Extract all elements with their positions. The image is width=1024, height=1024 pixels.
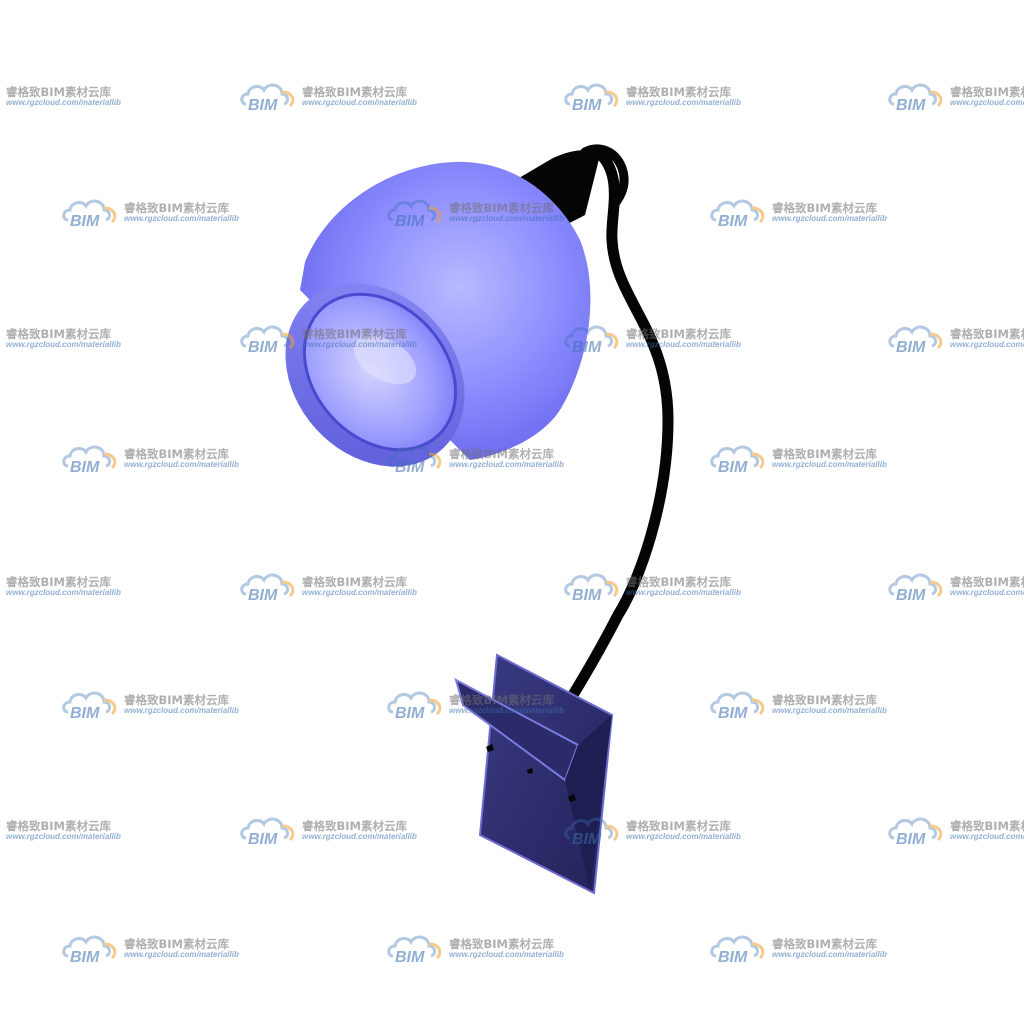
arm-hook bbox=[580, 144, 629, 211]
lamp-shade-inner-ring bbox=[302, 292, 458, 452]
mount-screw-holes bbox=[486, 744, 576, 802]
lamp-shade-highlight bbox=[353, 335, 417, 385]
wall-mount-bracket-fold bbox=[565, 715, 612, 890]
lamp-arm bbox=[564, 146, 674, 706]
lamp-shade-dome bbox=[300, 161, 591, 461]
